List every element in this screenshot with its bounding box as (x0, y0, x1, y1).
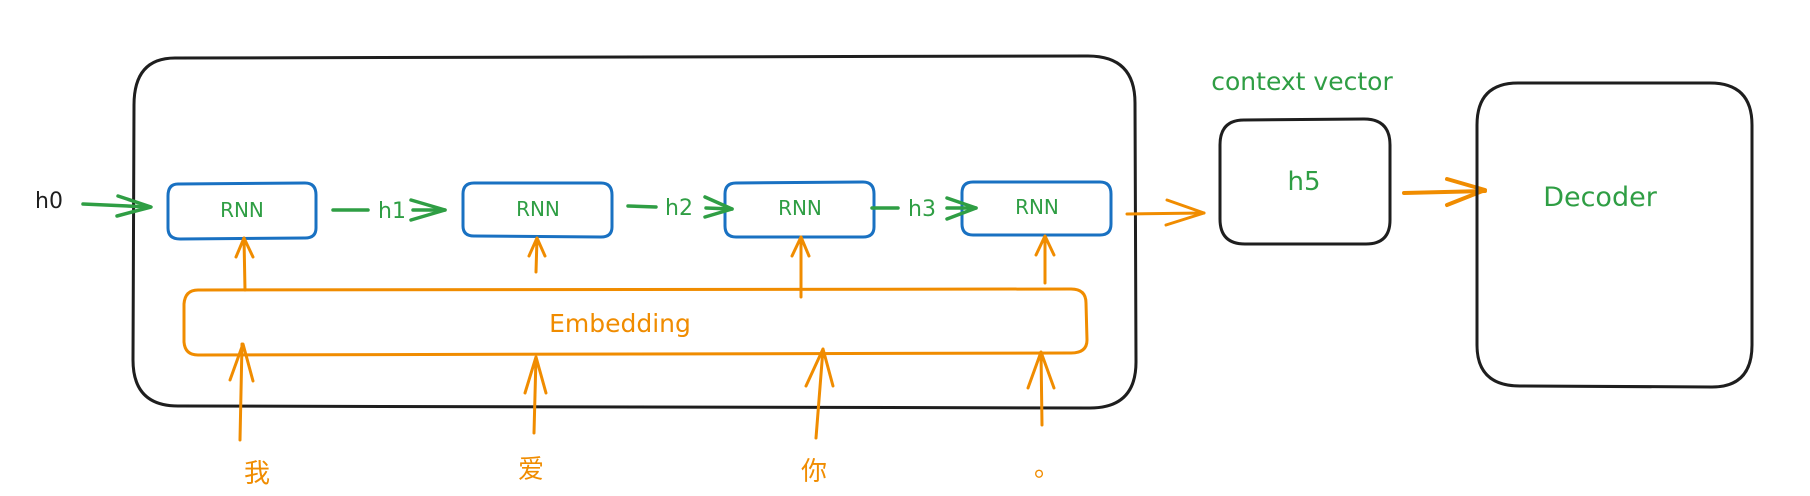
hidden-state-h2: h2 (626, 195, 734, 221)
input-token: 爱 (518, 455, 544, 485)
decoder-box: Decoder (1475, 81, 1754, 389)
rnn-cell-label: RNN (516, 197, 560, 221)
rnn-cell-4: RNN (960, 180, 1113, 237)
h0-arrow (81, 194, 153, 218)
rnn-cell-label: RNN (1015, 195, 1059, 219)
rnn-cell-1: RNN (166, 181, 318, 241)
context-vector-box: h5 (1218, 117, 1392, 246)
encoder-to-context-arrow (1125, 198, 1206, 227)
rnn-cell-label: RNN (778, 196, 822, 220)
hidden-state-h3: h3 (870, 196, 978, 222)
hidden-state-label: h2 (665, 196, 693, 221)
input-token: 你 (801, 457, 827, 487)
input-token: 。 (1034, 453, 1060, 483)
context-vector-caption: context vector (1211, 67, 1393, 96)
encoder-container (131, 54, 1138, 410)
embedding-to-rnn-arrows (234, 234, 1056, 299)
context-to-decoder-arrow (1402, 177, 1487, 207)
rnn-cell-2: RNN (461, 181, 614, 239)
input-token: 我 (244, 459, 270, 489)
embedding-layer: Embedding (182, 287, 1089, 357)
initial-state-label: h0 (35, 189, 63, 214)
rnn-cell-3: RNN (723, 180, 876, 239)
context-vector-label: h5 (1287, 167, 1320, 197)
hidden-state-label: h3 (908, 197, 936, 222)
token-to-embedding-arrows (228, 342, 1056, 442)
embedding-label: Embedding (549, 309, 691, 338)
hidden-state-h1: h1 (331, 198, 447, 224)
rnn-cell-label: RNN (220, 198, 264, 222)
hidden-state-label: h1 (378, 199, 406, 224)
decoder-label: Decoder (1543, 182, 1658, 213)
